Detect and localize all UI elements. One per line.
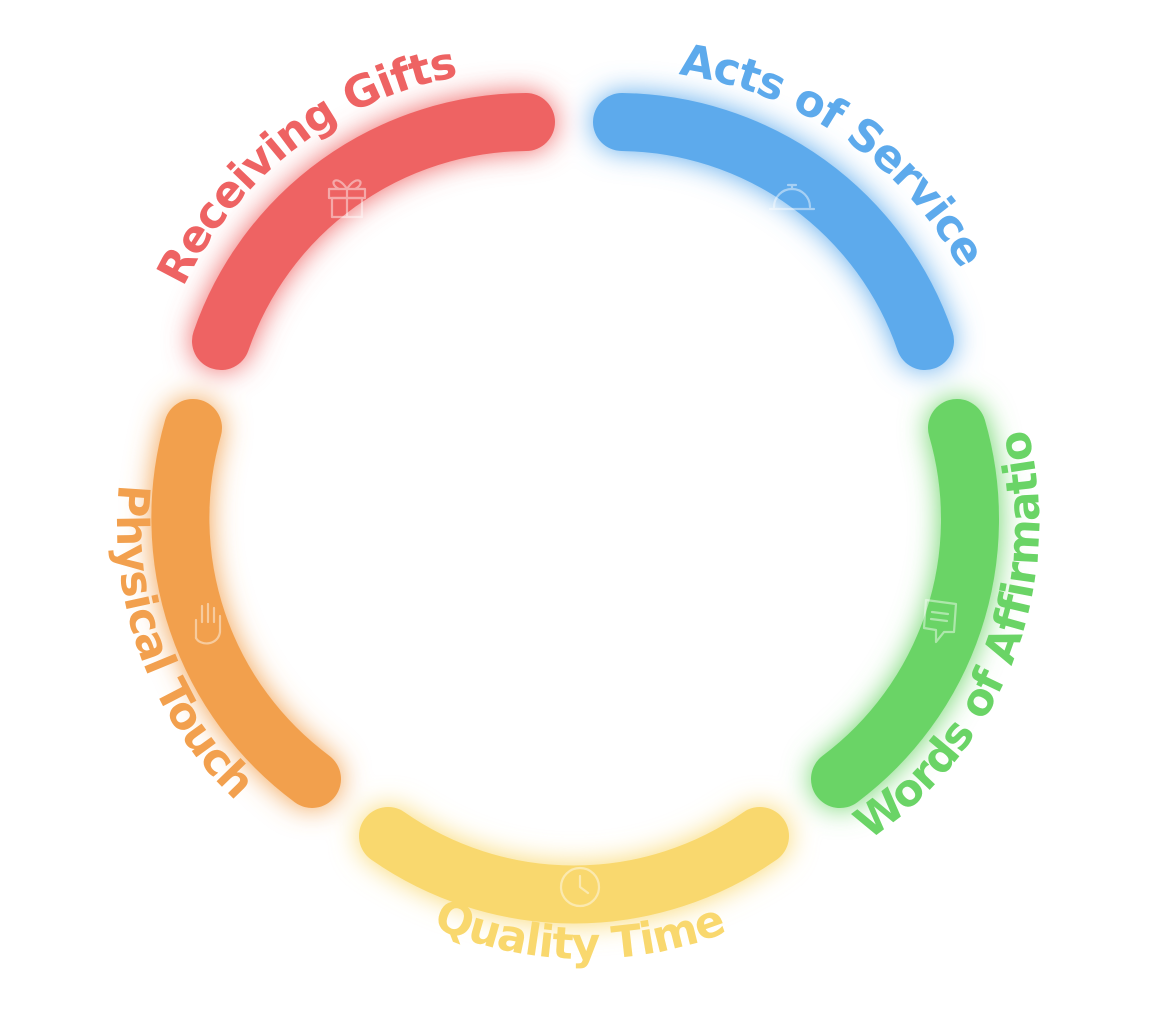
- segment-arc-words-of-affirmation: [811, 399, 999, 808]
- clock-icon: [559, 866, 601, 908]
- segment-arc-quality-time: [359, 807, 789, 924]
- gift-icon: [327, 179, 367, 219]
- hand-icon: [194, 602, 222, 645]
- speech-bubble-icon: [922, 598, 958, 644]
- service-bell-icon: [768, 183, 816, 211]
- segment-arc-acts-of-service: [593, 93, 954, 370]
- segment-arc-receiving-gifts: [192, 93, 555, 370]
- segment-arc-physical-touch: [151, 399, 341, 808]
